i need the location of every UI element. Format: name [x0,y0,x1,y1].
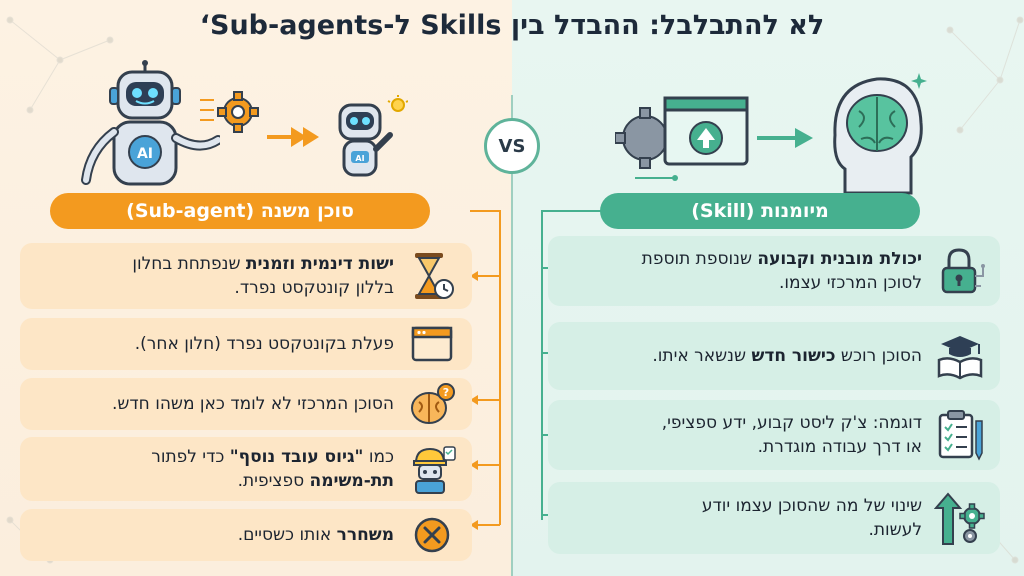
sub-agent-header: סוכן משנה (Sub-agent) [50,193,430,229]
card-text: שינוי של מה שהסוכן עצמו יודע [701,496,922,516]
card-text-line2: בללון קונטקסט נפרד. [234,278,394,298]
sub-agent-card-3: ? הסוכן המרכזי לא לומד כאן משהו חדש. [20,378,472,430]
sub-agent-card-5: משחרר אותו כשסיים. [20,509,472,561]
card-bold-text-2: תת-משימה [309,471,394,491]
card-text-line2: לעשות. [868,520,922,540]
card-text-line2: לסוכן המרכזי עצמו. [779,273,922,293]
vs-badge: VS [484,118,540,174]
skill-card-3: דוגמה: צ'ק ליסט קבוע, ידע ספציפי, או דרך… [548,400,1000,470]
skill-card-2: הסוכן רוכש כישור חדש שנשאר איתו. [548,322,1000,390]
skill-card-4: שינוי של מה שהסוכן עצמו יודע לעשות. [548,482,1000,554]
worker-icon [406,443,458,495]
card-text: אותו כשסיים. [237,525,337,545]
hourglass-icon [406,250,458,302]
card-text: הסוכן המרכזי לא לומד כאן משהו חדש. [111,394,394,414]
card-bold-text: "גיוס עובד נוסף" [229,447,364,467]
lock-circuit-icon [934,245,986,297]
card-text-pre: הסוכן רוכש [835,346,922,366]
card-text-line2: או דרך עבודה מוגדרת. [757,437,922,457]
right-arrow-icon [757,128,813,148]
card-text-pre: כמו [363,447,394,467]
card-text: פעלת בקונטקסט נפרד (חלון אחר). [134,334,394,354]
center-divider [511,95,513,576]
card-text: שנוספת תוספת [641,249,758,269]
page-title: לא להתבלבל: ההבדל בין Skills ל-Sub-agent… [199,10,825,41]
skill-card-1: יכולת מובנית וקבועה שנוספת תוספת לסוכן ה… [548,236,1000,306]
svg-text:?: ? [443,386,449,399]
card-bold-text: ישות דינמית וזמנית [245,254,394,274]
gear-window-icon [615,96,749,181]
small-robot-badge-text: AI [355,154,364,163]
card-bold-text: כישור חדש [751,346,836,366]
robot-badge-text: AI [137,146,153,162]
card-text: שנפתחת בחלון [132,254,246,274]
checklist-icon [934,409,986,461]
card-text: דוגמה: צ'ק ליסט קבוע, ידע ספציפי, [661,413,922,433]
close-circle-icon [406,509,458,561]
sub-agent-card-1: ישות דינמית וזמנית שנפתחת בחלון בללון קו… [20,243,472,309]
double-arrow-icon [267,127,319,147]
window-icon [406,318,458,370]
gear-icon [200,91,259,133]
book-graduation-icon [934,330,986,382]
card-text-line2: ספציפית. [237,471,310,491]
growth-gear-icon [934,492,986,545]
left-connector-lines [470,210,501,530]
big-robot-icon: AI [81,60,220,186]
card-text: כדי לפתור [151,447,230,467]
card-bold-text: יכולת מובנית וקבועה [757,249,922,269]
small-robot-icon: AI [338,95,408,177]
card-bold-text: משחרר [336,525,394,545]
skill-header: מיומנות (Skill) [600,193,920,229]
card-text: שנשאר איתו. [652,346,752,366]
sub-agent-card-2: פעלת בקונטקסט נפרד (חלון אחר). [20,318,472,370]
head-brain-icon [833,73,927,195]
brain-question-icon: ? [406,378,458,430]
sub-agent-card-4: כמו "גיוס עובד נוסף" כדי לפתור תת-משימה … [20,437,472,501]
